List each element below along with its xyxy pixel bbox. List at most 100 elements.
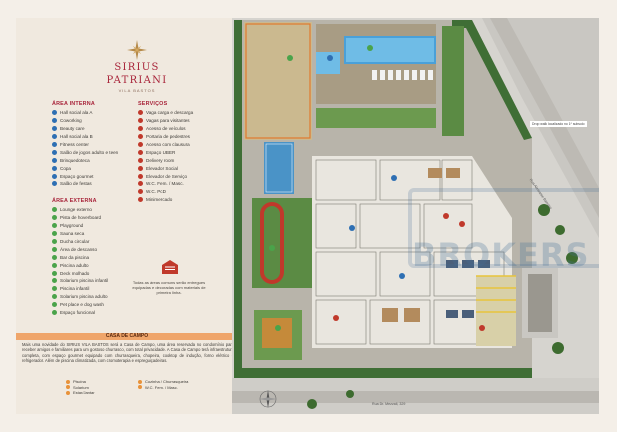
legend-marker-icon [52, 270, 57, 276]
servicos-item: Espaço UBER [138, 148, 193, 156]
area-externa-label: Pet place e dog wash [60, 302, 104, 308]
legend-marker-icon [52, 173, 57, 179]
area-externa-item: Bar da piscina [52, 253, 108, 261]
servicos-item: Portaria de pedestres [138, 133, 193, 141]
area-interna-label: Salão de festas [60, 181, 92, 187]
legend-marker-icon [52, 223, 57, 229]
legend-marker-icon [52, 215, 57, 221]
servicos-item: W.C. Fem. / Masc. [138, 180, 193, 188]
servicos-item: Vagas para visitantes [138, 117, 193, 125]
area-interna-title: ÁREA INTERNA [52, 101, 95, 107]
legend-marker-icon [138, 165, 143, 171]
equipment-note: Todas as áreas comuns serão entregues eq… [132, 280, 206, 295]
casa-de-campo-text: Mais uma novidade do SIRIUS VILA BASTOS … [22, 342, 234, 363]
area-externa-item: Pet place e dog wash [52, 301, 108, 309]
legend-marker-icon [138, 173, 143, 179]
legend-marker-icon [138, 134, 143, 140]
legend-marker-icon [138, 189, 143, 195]
area-externa-title: ÁREA EXTERNA [52, 198, 97, 204]
servicos-label: Vagas para visitantes [146, 118, 190, 124]
area-interna-label: Coworking [60, 118, 82, 124]
area-externa-item: Sauna seca [52, 230, 108, 238]
servicos-label: Acesso de veículos [146, 126, 186, 132]
area-interna-label: Copa [60, 165, 71, 171]
legend-marker-icon [138, 385, 142, 390]
area-interna-label: Hall social ala B [60, 134, 93, 140]
area-interna-label: Espaço gourmet [60, 173, 94, 179]
street-label-bottom: Rua Dr. Mezzali, 329 [372, 402, 406, 406]
area-interna-label: Beauty care [60, 126, 85, 132]
area-externa-item: Deck molhado [52, 269, 108, 277]
legend-marker-icon [138, 149, 143, 155]
brand-subtitle: VILA BASTOS [118, 88, 156, 93]
servicos-item: Minimercado [138, 196, 193, 204]
servicos-item: W.C. PcD [138, 188, 193, 196]
area-interna-label: Hall social ala A [60, 110, 93, 116]
legend-marker-icon [52, 110, 57, 116]
servicos-label: Acesso com clausura [146, 142, 190, 147]
legend-marker-icon [52, 149, 57, 155]
legend-marker-icon [52, 302, 57, 308]
area-externa-label: Pista de hoverboard [60, 215, 102, 221]
legend-marker-icon [138, 110, 143, 116]
area-externa-label: Piscina infantil [60, 286, 90, 292]
area-externa-label: Lounge externo [60, 207, 92, 213]
brand-line-1: SIRIUS [114, 62, 160, 73]
servicos-item: Elevador Social [138, 164, 193, 172]
area-externa-item: Lounge externo [52, 206, 108, 214]
area-externa-label: Deck molhado [60, 270, 90, 276]
message-icon [162, 260, 178, 274]
area-interna-item: Salão de festas [52, 180, 118, 188]
area-externa-item: Área de descanso [52, 245, 108, 253]
legend-marker-icon [138, 157, 143, 163]
servicos-item: Acesso de veículos [138, 125, 193, 133]
area-externa-item: Piscina infantil [52, 285, 108, 293]
brand-line-2: PATRIANI [106, 75, 168, 86]
site-plan-drawing [232, 18, 599, 414]
site-plan-map: BROKERS Drop walk localizado no 1º subso… [232, 18, 599, 414]
legend-marker-icon [52, 262, 57, 268]
area-externa-label: Ducha circular [60, 239, 90, 244]
area-externa-label: Espaço funcional [60, 310, 95, 316]
servicos-label: W.C. PcD [146, 189, 166, 195]
area-externa-label: Bar da piscina [60, 254, 90, 260]
area-interna-item: Beauty care [52, 125, 118, 133]
area-externa-item: Playground [52, 222, 108, 230]
servicos-label: Vaga carga e descarga [146, 110, 194, 116]
compass-icon [259, 390, 277, 408]
servicos-label: Espaço UBER [146, 149, 176, 155]
area-interna-item: Fitness center [52, 141, 118, 149]
area-interna-label: Brinquedoteca [60, 157, 90, 163]
casa-legend-label: Piscina [73, 379, 86, 385]
legend-marker-icon [52, 118, 57, 124]
legend-marker-icon [52, 246, 57, 252]
servicos-item: Acesso com clausura [138, 141, 193, 149]
legend-marker-icon [138, 118, 143, 124]
legend-marker-icon [52, 239, 57, 244]
servicos-item: Delivery room [138, 156, 193, 164]
area-externa-item: Solarium piscina adulto [52, 293, 108, 301]
area-interna-item: Brinquedoteca [52, 156, 118, 164]
legend-marker-icon [52, 207, 57, 213]
legend-marker-icon [138, 181, 143, 187]
area-externa-item: Espaço funcional [52, 309, 108, 317]
casa-legend-item: Cozinha / Churrasqueira [138, 379, 188, 385]
area-externa-item: Pista de hoverboard [52, 214, 108, 222]
casa-legend-label: Solarium [73, 384, 89, 390]
legend-marker-icon [52, 165, 57, 171]
legend-marker-icon [138, 197, 143, 203]
area-externa-label: Área de descanso [60, 246, 98, 252]
servicos-label: Minimercado [146, 197, 173, 203]
star-icon [127, 40, 147, 60]
legend-marker-icon [138, 379, 142, 384]
drop-walk-label: Drop walk localizado no 1º subsolo [530, 121, 587, 127]
area-externa-label: Piscina adulto [60, 262, 89, 268]
watermark-text: BROKERS [412, 236, 590, 274]
casa-legend-label: Cozinha / Churrasqueira [145, 379, 189, 385]
legend-marker-icon [52, 231, 57, 237]
servicos-label: Elevador Social [146, 165, 178, 171]
